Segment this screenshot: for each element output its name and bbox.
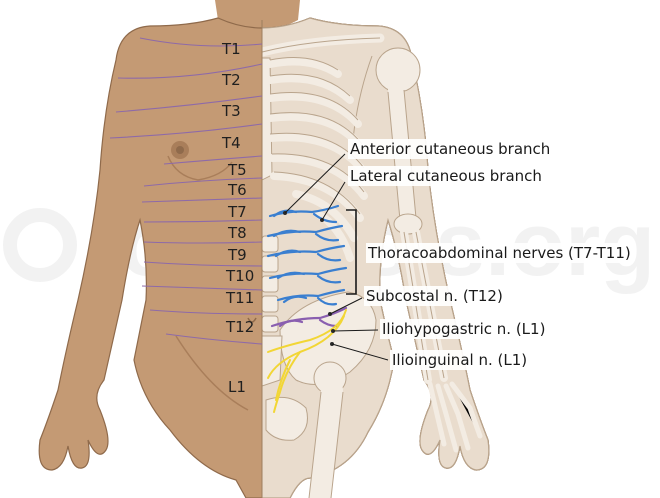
dermatome-label-t4: T4 [222, 136, 241, 151]
label-subcostal-nerve: Subcostal n. (T12) [364, 289, 505, 304]
label-lateral-cutaneous-branch: Lateral cutaneous branch [348, 169, 544, 184]
dermatome-label-t12: T12 [226, 320, 254, 335]
label-iliohypogastric-nerve: Iliohypogastric n. (L1) [380, 322, 547, 337]
dermatome-label-t11: T11 [226, 291, 254, 306]
dermatome-label-t2: T2 [222, 73, 241, 88]
dermatome-label-l1: L1 [228, 380, 246, 395]
dermatome-label-t3: T3 [222, 104, 241, 119]
label-ilioinguinal-nerve: Ilioinguinal n. (L1) [390, 353, 529, 368]
dermatome-label-t5: T5 [228, 163, 247, 178]
dermatome-label-t6: T6 [228, 183, 247, 198]
label-thoracoabdominal-nerves: Thoracoabdominal nerves (T7-T11) [366, 246, 633, 261]
label-anterior-cutaneous-branch: Anterior cutaneous branch [348, 142, 552, 157]
dermatome-label-t7: T7 [228, 205, 247, 220]
dermatome-label-t8: T8 [228, 226, 247, 241]
dermatome-label-t10: T10 [226, 269, 254, 284]
dermatome-label-t9: T9 [228, 248, 247, 263]
dermatome-label-t1: T1 [222, 42, 241, 57]
